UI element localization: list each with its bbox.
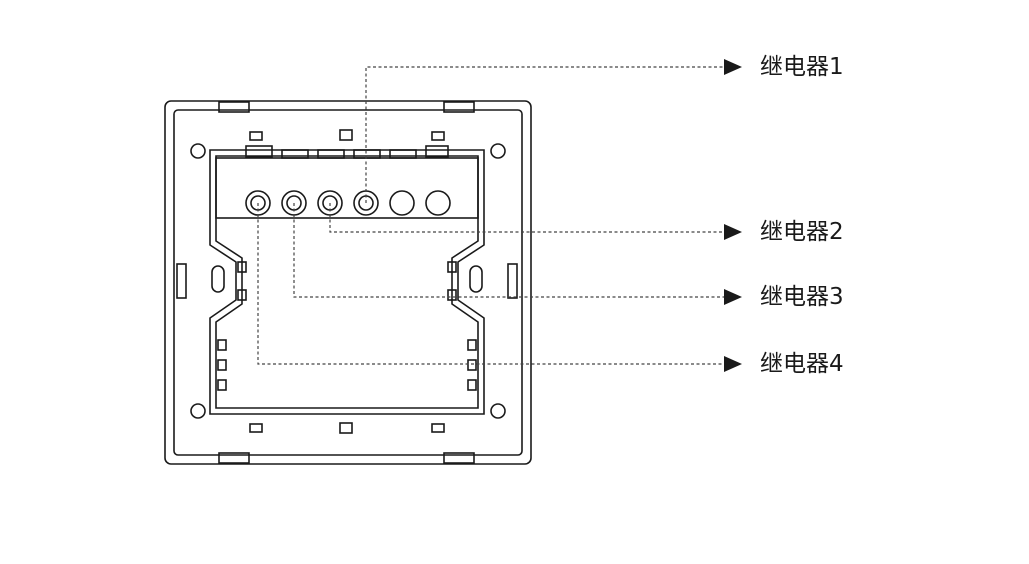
label-relay-1: 继电器1 <box>760 54 844 80</box>
arrow-relay-3-icon <box>724 289 742 305</box>
leader-relay-2 <box>329 203 724 233</box>
terminal-6 <box>425 190 451 216</box>
arrow-relay-4-icon <box>724 356 742 372</box>
label-relay-4: 继电器4 <box>760 351 844 377</box>
arrow-relay-2-icon <box>724 224 742 240</box>
leader-relay-4 <box>257 203 724 365</box>
leader-lines <box>257 66 724 365</box>
arrow-relay-1-icon <box>724 59 742 75</box>
label-relay-3: 继电器3 <box>760 284 844 310</box>
arrow-heads <box>724 59 742 372</box>
terminal-5 <box>389 190 415 216</box>
leader-relay-3 <box>293 203 724 298</box>
label-relay-2: 继电器2 <box>760 219 844 245</box>
terminal-screws <box>245 190 451 216</box>
leader-relay-1 <box>365 66 724 203</box>
switch-plate-outline <box>164 100 532 465</box>
